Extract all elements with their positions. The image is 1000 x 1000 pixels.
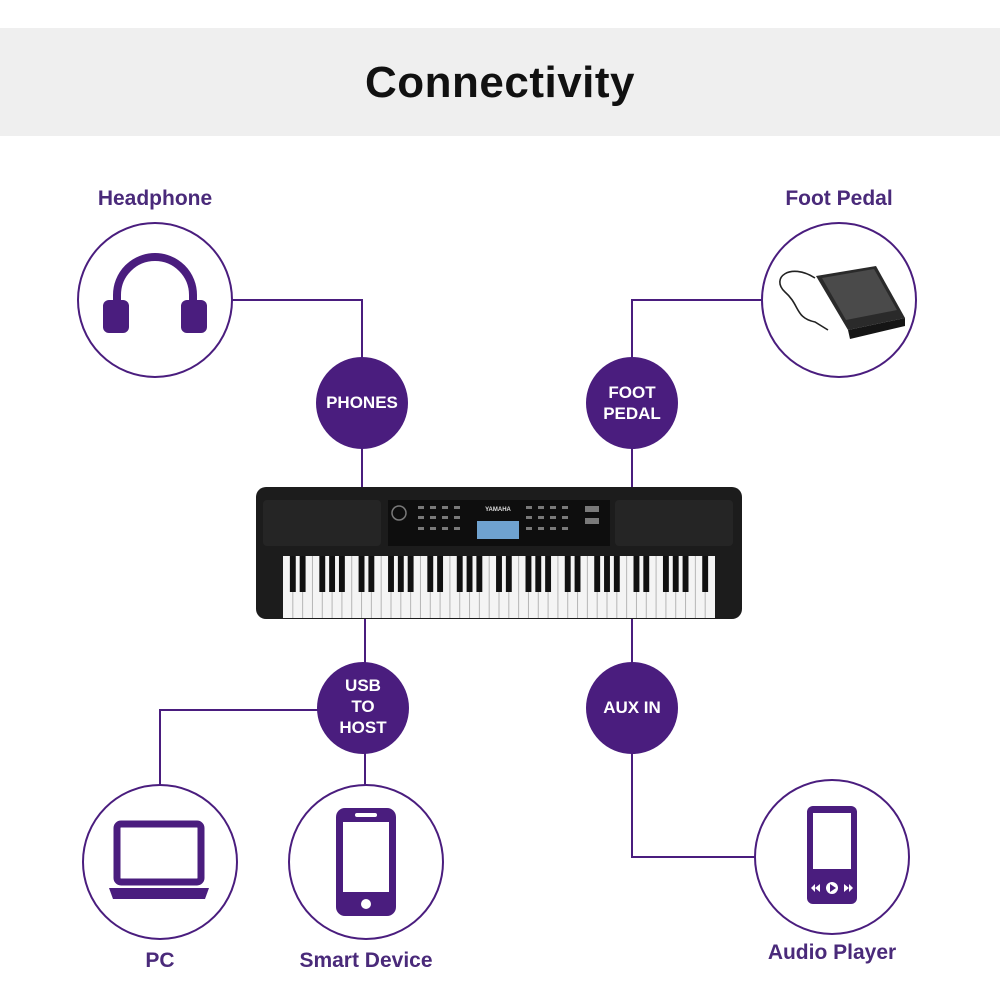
foot-pedal-icon xyxy=(779,266,905,339)
phones-port-label: PHONES xyxy=(326,393,398,412)
pc-label: PC xyxy=(145,949,175,972)
laptop-icon xyxy=(109,820,209,899)
black-key xyxy=(388,556,394,592)
black-key xyxy=(702,556,709,592)
black-key xyxy=(456,556,463,592)
headphone-label: Headphone xyxy=(97,187,213,210)
black-key xyxy=(437,556,444,592)
foot-pedal-label: Foot Pedal xyxy=(785,187,893,210)
lcd-display xyxy=(477,521,519,539)
black-key xyxy=(505,556,512,592)
black-key xyxy=(476,556,483,592)
black-key xyxy=(672,556,679,592)
black-key xyxy=(564,556,571,592)
black-key xyxy=(525,556,532,592)
usb-to-host-port-circle xyxy=(317,662,409,754)
black-key xyxy=(535,556,542,592)
smart-device-label: Smart Device xyxy=(299,949,433,972)
black-key xyxy=(338,556,345,592)
black-key xyxy=(613,556,620,592)
headphone-circle xyxy=(77,222,233,378)
black-key xyxy=(496,556,502,592)
black-key xyxy=(368,556,375,592)
smartphone-icon xyxy=(336,808,396,916)
usb-to-host-port-label: USB TO HOST xyxy=(339,676,387,737)
page-title: Connectivity xyxy=(364,58,636,107)
black-key xyxy=(427,556,434,592)
black-key xyxy=(643,556,650,592)
aux-in-port-label: AUX IN xyxy=(603,698,661,717)
black-key xyxy=(289,556,296,592)
left-speaker-grille xyxy=(263,500,381,546)
brand-logo: YAMAHA xyxy=(485,507,511,513)
pc-circle xyxy=(82,784,238,940)
black-key xyxy=(545,556,552,592)
foot-pedal-port-circle xyxy=(586,357,678,449)
right-speaker-grille xyxy=(615,500,733,546)
aux-in-port-circle xyxy=(586,662,678,754)
audio-player-label: Audio Player xyxy=(767,941,897,964)
black-key xyxy=(662,556,669,592)
dial-icon xyxy=(391,505,407,521)
black-key xyxy=(407,556,414,592)
usb-pc-connector xyxy=(159,709,365,790)
black-key xyxy=(466,556,473,592)
black-key xyxy=(397,556,404,592)
black-key xyxy=(682,556,689,592)
audio-player-icon xyxy=(807,806,857,904)
keyboard-image: YAMAHA xyxy=(256,487,742,619)
black-key xyxy=(329,556,336,592)
foot-pedal-port-label: FOOT PEDAL xyxy=(603,383,661,423)
black-key xyxy=(319,556,326,592)
phones-port-circle xyxy=(316,357,408,449)
black-key xyxy=(574,556,581,592)
black-key xyxy=(594,556,601,592)
black-key xyxy=(604,556,610,592)
headphone-icon xyxy=(103,253,207,333)
header-banner xyxy=(0,28,1000,136)
black-key xyxy=(633,556,640,592)
black-key xyxy=(358,556,365,592)
black-key xyxy=(299,556,306,592)
